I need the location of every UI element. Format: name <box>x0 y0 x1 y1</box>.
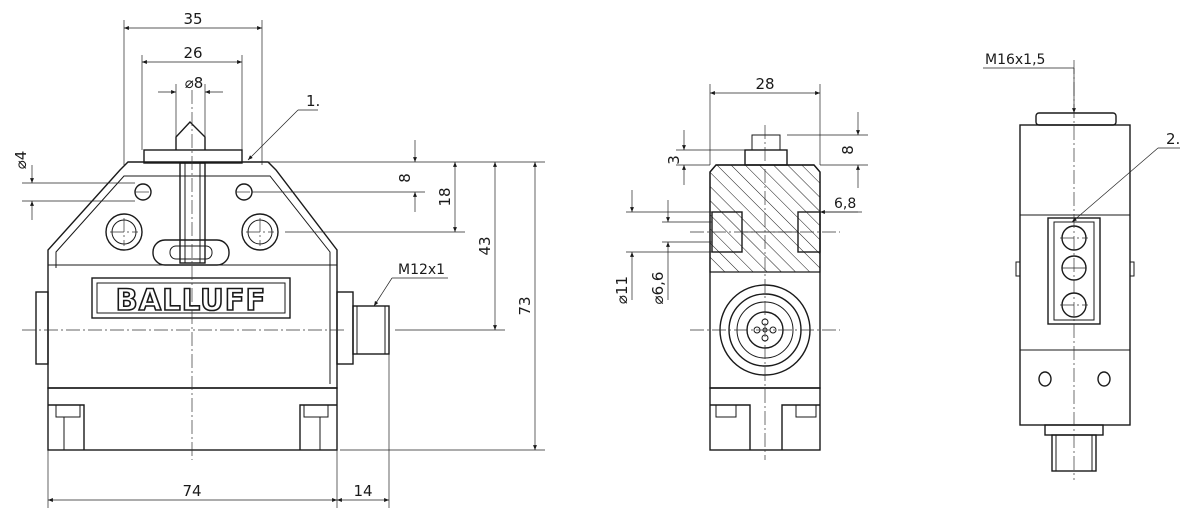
screw-hole-left <box>105 213 143 251</box>
dim-8-front: 8 <box>396 173 414 183</box>
back-view: M16x1,5 2. <box>983 52 1180 480</box>
dim-3: 3 <box>665 155 683 165</box>
dim-dia-4: ⌀4 <box>12 151 30 170</box>
dim-73: 73 <box>516 296 534 315</box>
dim-dia-8: ⌀8 <box>185 74 204 92</box>
front-view: BALLUFF 35 26 <box>12 10 545 508</box>
callout-2: 2. <box>1166 130 1180 148</box>
plunger-slot <box>179 162 206 264</box>
side-plunger <box>744 149 788 166</box>
front-base <box>47 387 338 451</box>
dim-8-side: 8 <box>839 145 857 155</box>
brand-logo: BALLUFF <box>116 283 267 317</box>
dim-74: 74 <box>182 482 201 500</box>
m12-connector <box>352 305 390 355</box>
dim-dia-11: ⌀11 <box>613 276 631 304</box>
dim-6-8: 6,8 <box>834 196 856 212</box>
plunger <box>175 120 206 150</box>
label-m16: M16x1,5 <box>985 52 1045 68</box>
callout-1: 1. <box>306 92 320 110</box>
back-top-cap <box>1035 112 1117 126</box>
screw-hole-right <box>241 213 279 251</box>
label-m12: M12x1 <box>398 262 445 278</box>
left-side-cap <box>35 291 49 365</box>
dim-26: 26 <box>183 44 202 62</box>
dim-28: 28 <box>755 75 774 93</box>
dim-14: 14 <box>353 482 372 500</box>
oval-window <box>152 239 230 266</box>
brand-plate <box>91 277 291 319</box>
dim-35: 35 <box>183 10 202 28</box>
front-housing-outline <box>47 161 338 389</box>
back-body <box>1019 124 1131 426</box>
dim-18: 18 <box>436 187 454 206</box>
dim-dia-6-6: ⌀6,6 <box>649 272 667 305</box>
side-view: 28 3 8 6,8 ⌀11 ⌀6,6 <box>613 75 868 460</box>
dim-43: 43 <box>476 236 494 255</box>
side-connector-base <box>336 291 354 365</box>
